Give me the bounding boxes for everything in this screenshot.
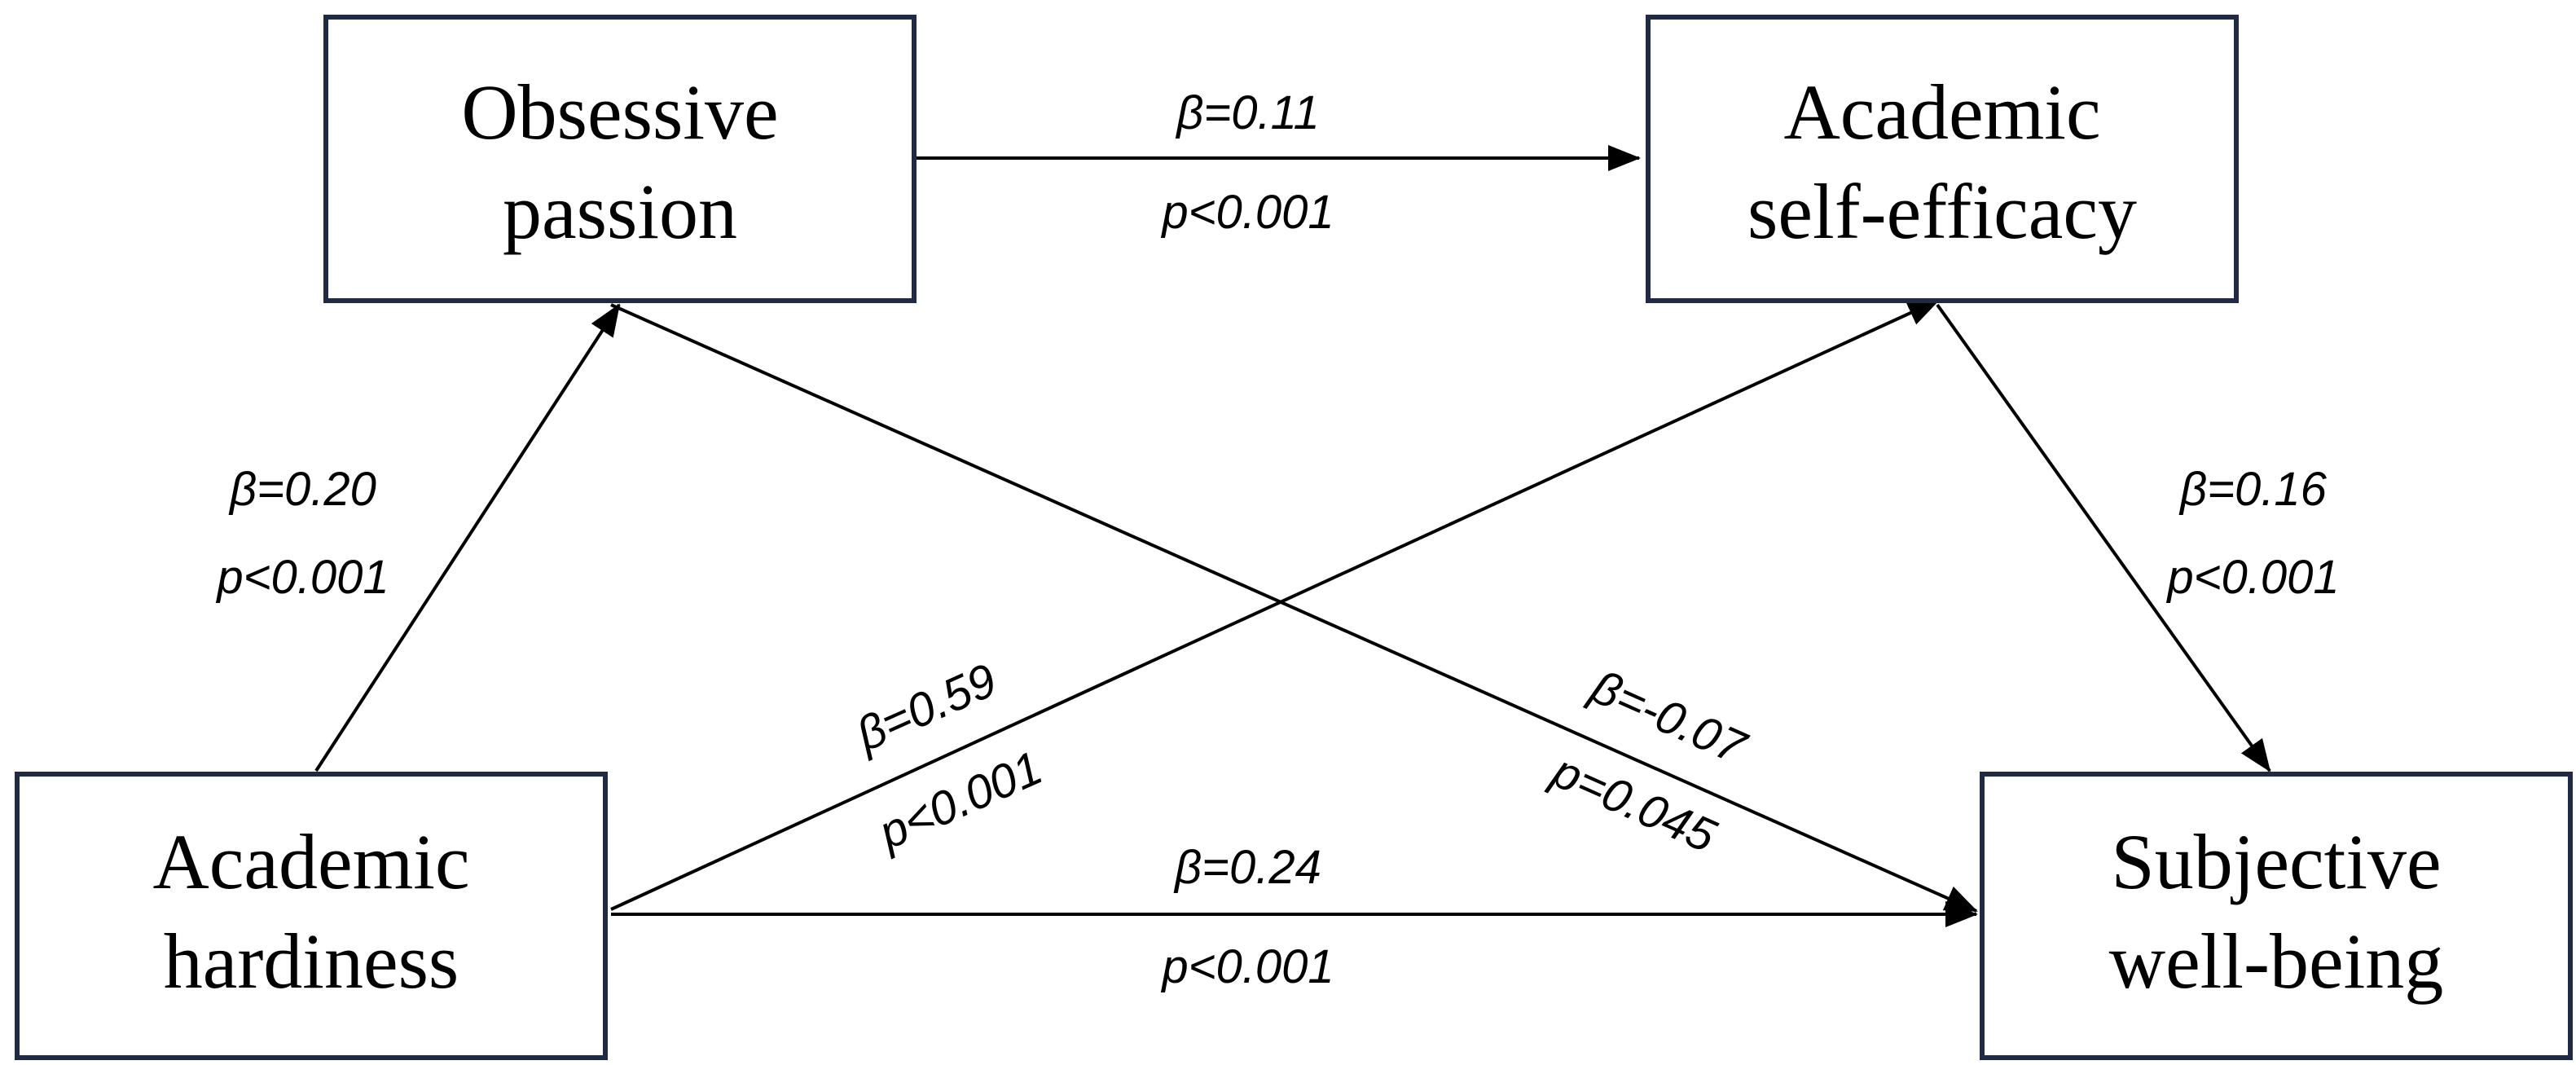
node-label-line1: Obsessive <box>461 68 778 156</box>
arrow-efficacy-to-wellbeing <box>1936 303 2271 772</box>
node-academic-self-efficacy: Academic self-efficacy <box>1646 15 2239 303</box>
node-label-line2: hardiness <box>164 918 459 1005</box>
arrow-passion-to-wellbeing <box>610 303 1978 913</box>
edge-label-beta: β=0.24 <box>1173 841 1321 894</box>
edge-label-p: p<0.001 <box>1160 940 1334 993</box>
arrow-hardiness-to-efficacy <box>610 298 1941 911</box>
node-label-line2: passion <box>503 168 737 255</box>
node-label-line1: Subjective <box>2111 818 2441 905</box>
edge-label-p: p<0.001 <box>870 742 1050 860</box>
node-box <box>1980 772 2573 1060</box>
node-box <box>323 15 917 303</box>
edge-label-p: p<0.001 <box>1160 186 1334 239</box>
edge-label-p: p=0.045 <box>1543 744 1724 863</box>
node-label-line1: Academic <box>1783 68 2100 156</box>
edge-label-beta: β=0.20 <box>228 463 376 516</box>
node-box <box>15 772 608 1060</box>
node-box <box>1646 15 2239 303</box>
node-label-line2: self-efficacy <box>1747 168 2137 255</box>
edge-label-beta: β=0.59 <box>847 654 1004 762</box>
edge-label-beta: β=0.11 <box>1175 86 1320 139</box>
node-label-line1: Academic <box>152 818 469 905</box>
arrow-hardiness-to-passion <box>314 303 621 772</box>
edges <box>314 145 2271 927</box>
node-label-line2: well-being <box>2109 918 2444 1005</box>
edge-label-beta: β=0.16 <box>2178 463 2328 516</box>
node-subjective-well-being: Subjective well-being <box>1980 772 2573 1060</box>
node-academic-hardiness: Academic hardiness <box>15 772 608 1060</box>
edge-label-p: p<0.001 <box>2165 551 2339 604</box>
edge-label-beta: β=-0.07 <box>1582 659 1756 775</box>
edge-label-p: p<0.001 <box>215 551 389 604</box>
node-obsessive-passion: Obsessive passion <box>323 15 917 303</box>
